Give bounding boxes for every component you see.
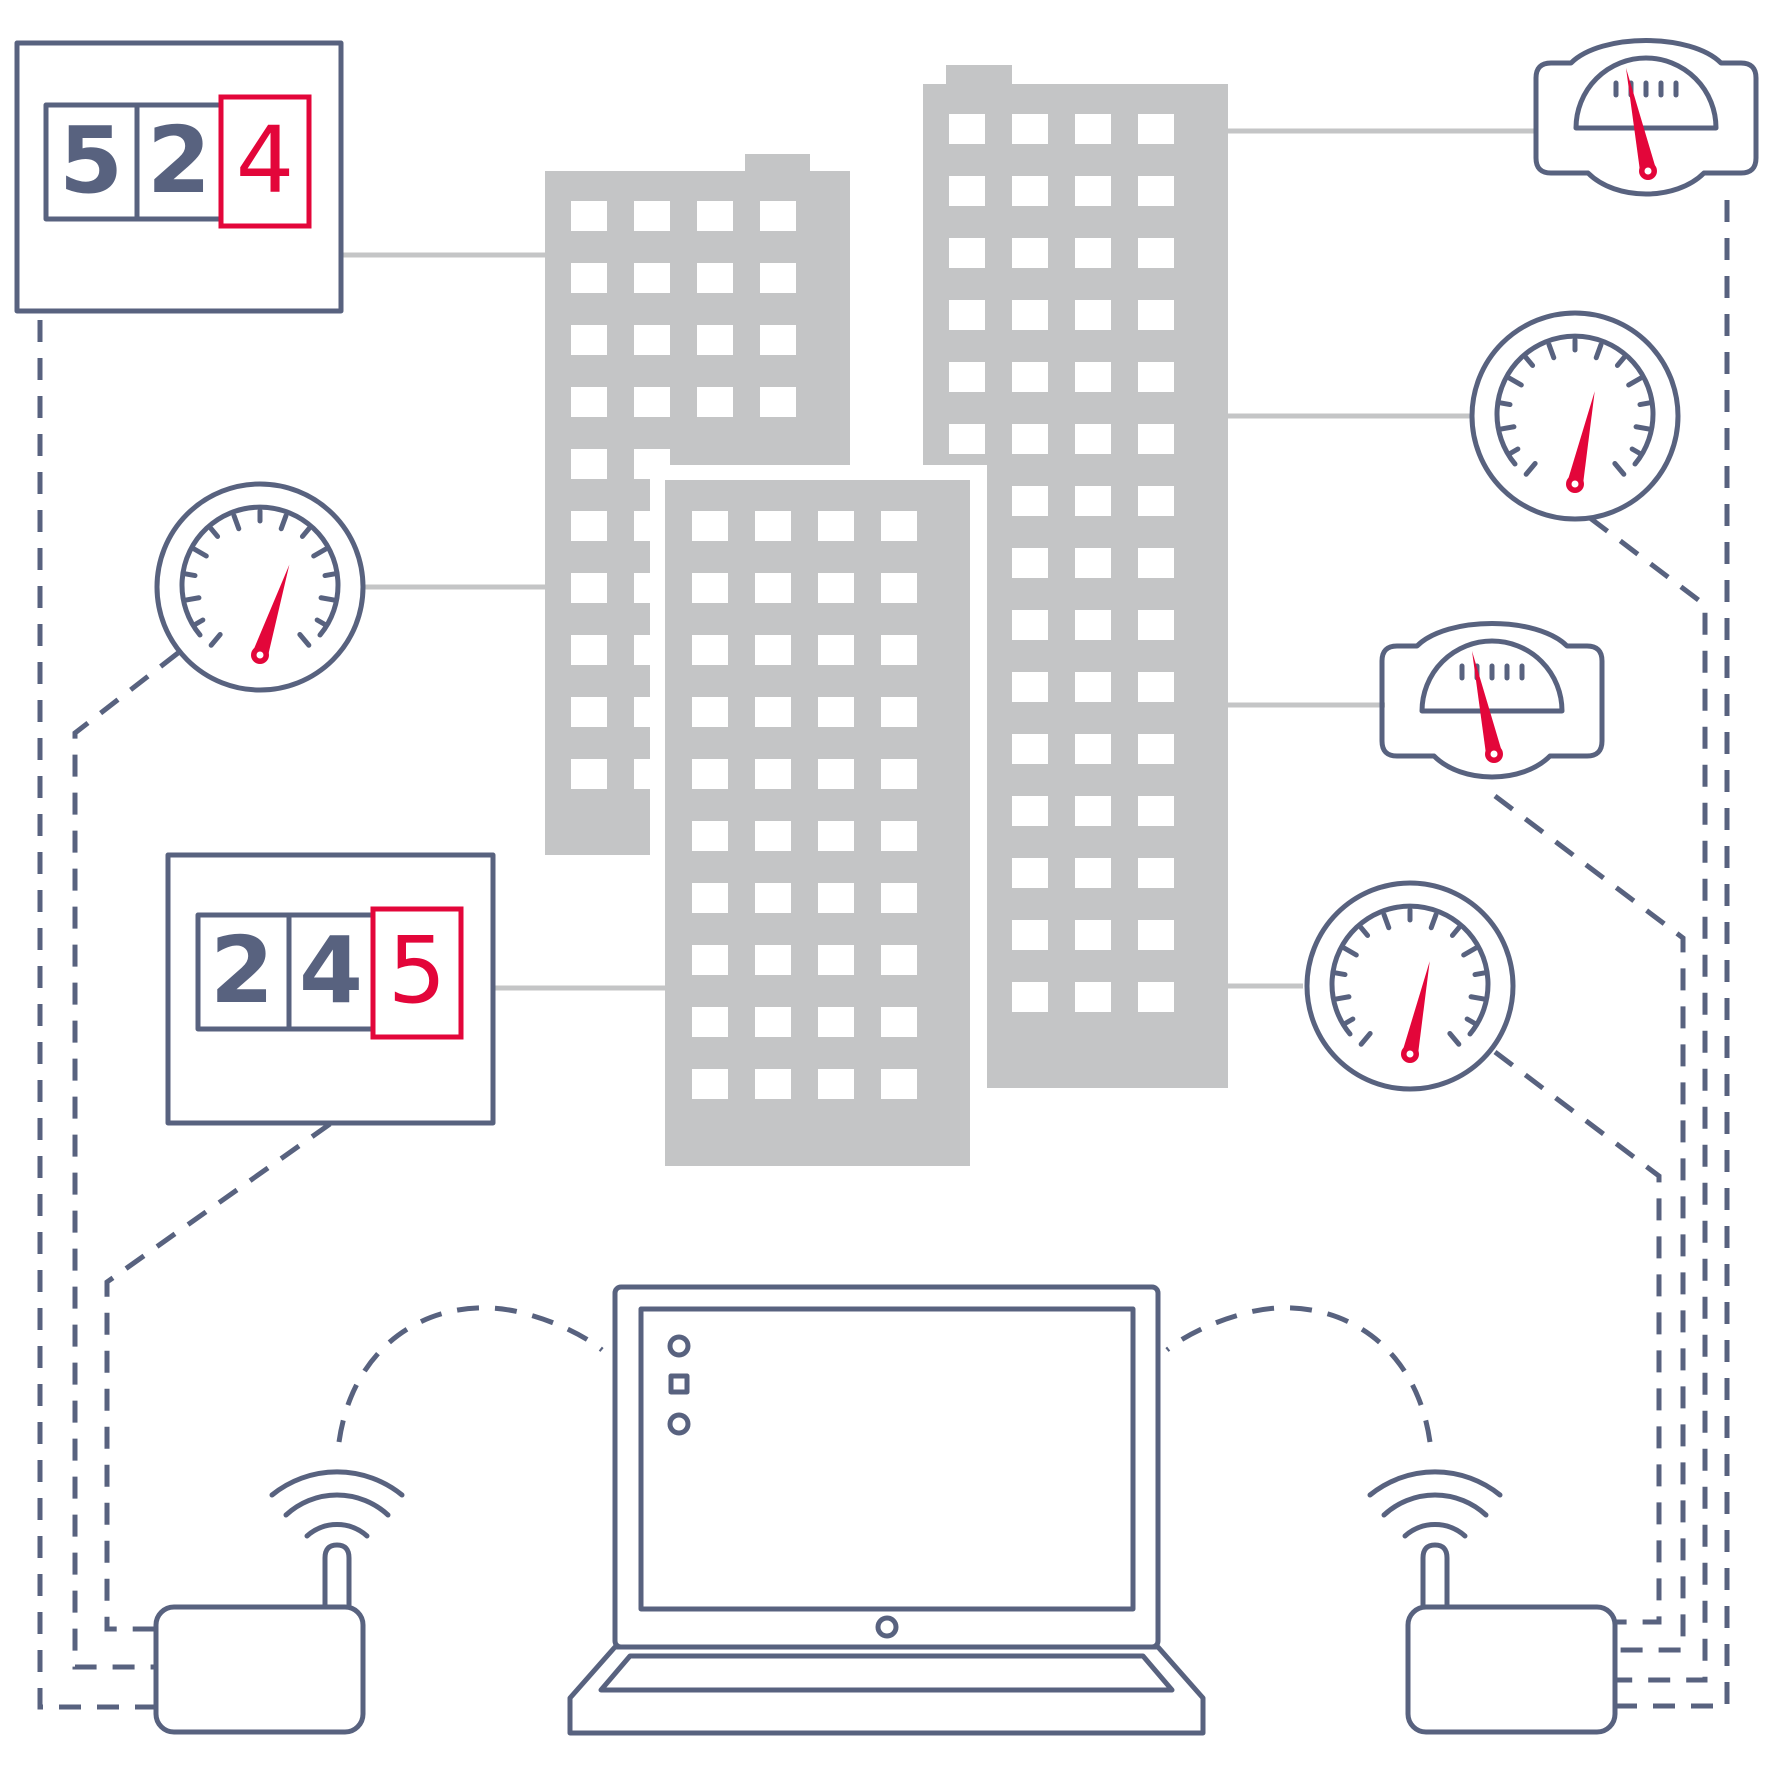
router-left [153,1469,405,1735]
router-right [1367,1469,1618,1735]
counter-top-digit-2: 2 [147,107,211,214]
building-left [545,154,850,855]
meter-connector-lines [340,128,1537,991]
building-front [665,480,970,1166]
digital-counter-top: 5 2 4 [14,40,344,314]
dial-meter-mid-right [1379,621,1605,780]
counter-top-digit-1: 5 [59,107,123,214]
counter-mid-digit-2: 4 [299,917,363,1024]
counter-top-digit-3: 4 [236,107,295,214]
counter-mid-digit-3: 5 [388,917,447,1024]
round-gauge-right-lower [1304,880,1516,1092]
dial-meter-top-right [1533,38,1759,197]
round-gauge-left [154,481,366,693]
digital-counter-mid: 2 4 5 [165,852,496,1126]
counter-mid-digit-1: 2 [210,917,274,1024]
laptop-icon [567,1284,1206,1736]
dashed-data-lines [37,200,1730,1710]
building-right [923,65,1228,1088]
wifi-icon [1367,1469,1503,1539]
wifi-icon [269,1469,405,1539]
round-gauge-right-upper [1469,310,1681,522]
